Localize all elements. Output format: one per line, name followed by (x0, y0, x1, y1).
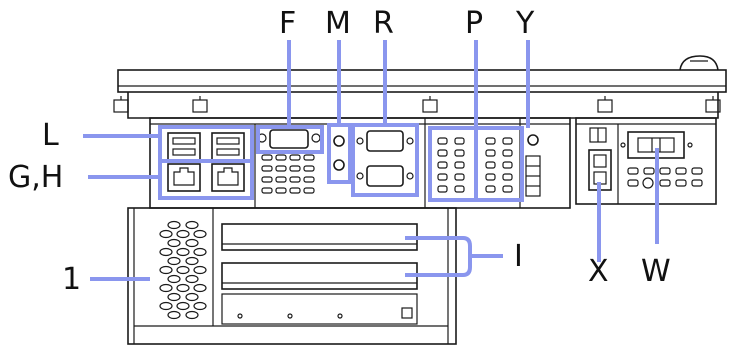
label-P: P (465, 6, 483, 41)
video-port (257, 129, 321, 149)
mounting-bolt (597, 96, 613, 113)
serial-ports (356, 130, 414, 187)
label-GH: G,H (8, 160, 63, 195)
y-connector (525, 134, 541, 197)
label-I: I (514, 239, 523, 274)
usb-ports (167, 132, 245, 161)
mounting-bolt (113, 96, 129, 113)
device-housing (113, 55, 727, 119)
label-R: R (373, 6, 394, 41)
label-F: F (279, 6, 296, 41)
audio-jacks (333, 135, 345, 171)
cage-vents (159, 220, 207, 320)
vent-grille (261, 154, 315, 194)
label-L: L (42, 118, 59, 153)
label-W: W (641, 254, 671, 289)
label-M: M (325, 6, 351, 41)
mounting-bolt (705, 96, 721, 113)
label-X: X (588, 254, 609, 289)
leader-lines (83, 40, 659, 281)
vent-grille-p (437, 137, 513, 193)
label-Y: Y (515, 6, 535, 41)
mounting-bolt (192, 96, 208, 113)
label-1: 1 (62, 262, 81, 297)
expansion-cage (127, 207, 457, 345)
mounting-bolt (422, 96, 438, 113)
ethernet-ports (167, 163, 245, 192)
